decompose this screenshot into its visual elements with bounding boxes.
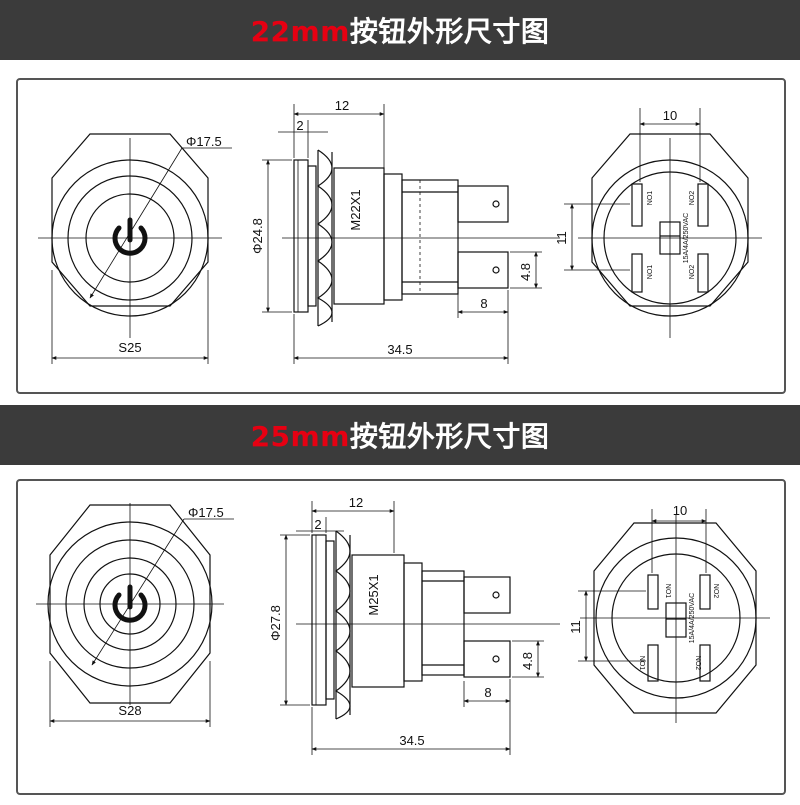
section-title: 25mm按钮外形尺寸图 — [251, 415, 550, 455]
bezel-flange — [293, 159, 309, 313]
dim-8-label: 8 — [480, 296, 487, 311]
dim-diameter-label: Φ27.8 — [268, 605, 283, 641]
dim-12-label: 12 — [335, 98, 349, 113]
back-hex-outline — [593, 522, 757, 714]
back-dim-10-label: 10 — [663, 108, 677, 123]
label-no2-top: NO2 — [689, 191, 696, 206]
thread-body — [333, 167, 385, 305]
side-view — [262, 104, 560, 364]
back-hex-outline — [591, 133, 749, 307]
switch-base — [421, 570, 465, 676]
front-diameter-label: Φ17.5 — [188, 505, 224, 520]
terminal-top — [457, 185, 509, 223]
dim-4.8-label: 4.8 — [518, 263, 533, 281]
switch-base — [401, 179, 459, 295]
thread-label: M22X1 — [348, 189, 363, 230]
terminal-top — [463, 576, 511, 614]
label-no2-bottom: NO2 — [694, 656, 701, 671]
terminal-no2-top — [697, 183, 709, 227]
hex-outline — [49, 504, 211, 704]
terminal-no1-top — [647, 574, 659, 610]
back-dim-11-label: 11 — [568, 620, 583, 634]
diameter-leader — [89, 147, 183, 299]
led-terminal — [665, 602, 687, 638]
section-22mm: 22mm按钮外形尺寸图 Φ17.5 S2 — [0, 0, 800, 400]
label-no2-top: NO2 — [712, 584, 719, 599]
switch-housing — [403, 562, 423, 682]
title-text: 按钮外形尺寸图 — [349, 420, 550, 453]
dim-diameter-label: Φ24.8 — [250, 218, 265, 254]
front-hex-label: S25 — [118, 340, 141, 355]
front-hex-label: S28 — [118, 703, 141, 718]
thread-label: M25X1 — [366, 574, 381, 615]
front-diameter-label: Φ17.5 — [186, 134, 222, 149]
dim-2-label: 2 — [314, 517, 321, 532]
back-view — [564, 108, 762, 338]
section-25mm: 25mm按钮外形尺寸图 Φ17.5 — [0, 405, 800, 805]
hex-outline — [51, 133, 209, 307]
bezel-step — [325, 540, 335, 700]
diameter-leader — [91, 518, 185, 666]
back-view — [578, 509, 770, 723]
drawing-25mm: Φ17.5 S28 — [36, 495, 770, 755]
power-icon — [112, 217, 148, 256]
label-no2-bottom: NO2 — [689, 265, 696, 280]
terminal-no1-top — [631, 183, 643, 227]
title-size: 25mm — [250, 420, 350, 453]
drawing-22mm: Φ17.5 S25 — [38, 98, 762, 364]
terminal-no1-bottom — [647, 644, 659, 682]
terminal-no2-top — [699, 574, 711, 610]
label-no1-bottom: NO1 — [638, 656, 645, 671]
dim-2-label: 2 — [296, 118, 303, 133]
power-icon — [112, 584, 148, 623]
led-terminal — [659, 221, 681, 255]
nut-profile — [334, 530, 351, 720]
bezel-step — [307, 165, 317, 307]
side-view — [280, 501, 560, 755]
label-no1-top: NO1 — [647, 191, 654, 206]
dim-4.8-label: 4.8 — [520, 652, 535, 670]
title-size: 22mm — [250, 15, 350, 48]
section-header: 25mm按钮外形尺寸图 — [0, 405, 800, 465]
bezel-flange — [311, 534, 327, 706]
section-title: 22mm按钮外形尺寸图 — [251, 10, 550, 50]
dim-8-label: 8 — [484, 685, 491, 700]
drawing-frame — [16, 479, 786, 795]
section-header: 22mm按钮外形尺寸图 — [0, 0, 800, 60]
back-dim-11-label: 11 — [554, 231, 569, 245]
title-text: 按钮外形尺寸图 — [349, 15, 550, 48]
dim-total-label: 34.5 — [387, 342, 412, 357]
terminal-bottom — [463, 640, 511, 678]
label-no1-top: NO1 — [664, 584, 671, 599]
label-no1-bottom: NO1 — [647, 265, 654, 280]
terminal-no2-bottom — [697, 253, 709, 293]
back-dim-10-label: 10 — [673, 503, 687, 518]
terminal-no1-bottom — [631, 253, 643, 293]
front-view — [36, 503, 234, 727]
front-view — [38, 133, 232, 364]
rating-label: 15A/4A/250VAC — [683, 213, 690, 263]
dim-12-label: 12 — [349, 495, 363, 510]
terminal-no2-bottom — [699, 644, 711, 682]
dim-total-label: 34.5 — [399, 733, 424, 748]
rating-label: 15A/4A/250VAC — [689, 593, 696, 643]
terminal-bottom — [457, 251, 509, 289]
switch-housing — [383, 173, 403, 301]
